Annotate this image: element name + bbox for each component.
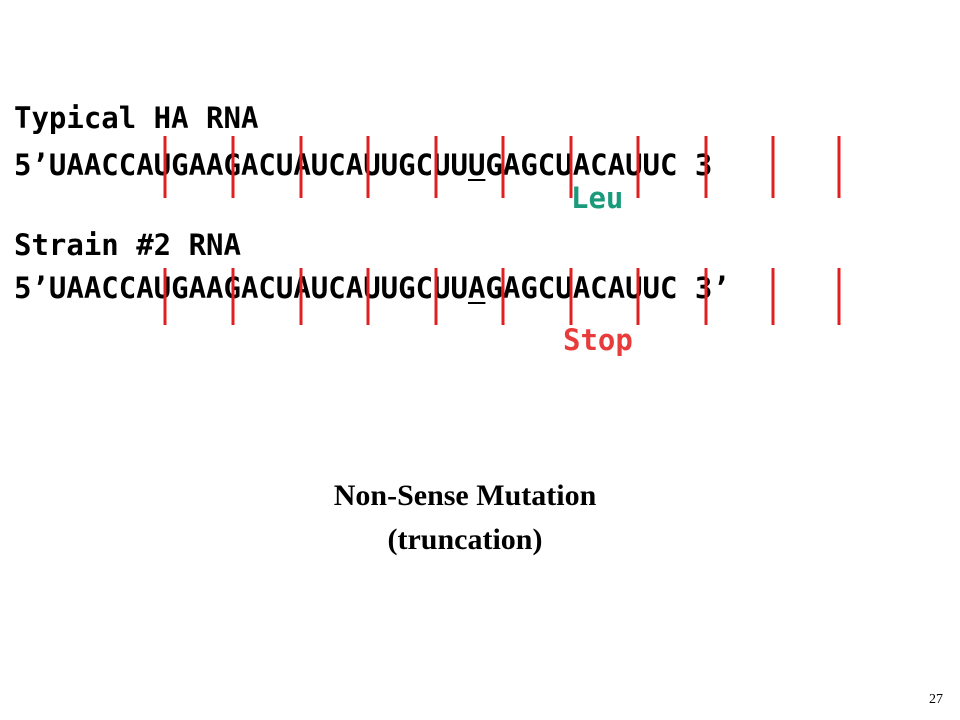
mutated-base: A — [467, 271, 486, 305]
typical-ha-rna-sequence: 5’UAACCAUGAAGACUAUCAUUGCUUUGAGCUACAUUC 3 — [14, 148, 712, 182]
mutation-type-subtitle: (truncation) — [387, 523, 543, 556]
mutated-base: U — [467, 148, 486, 182]
sequence-part-after: GAGCUACAUUC 3 — [485, 148, 713, 182]
stop-label: Stop — [563, 323, 633, 357]
sequence-part-before: 5’UAACCAUGAAGACUAUCAUUGCUU — [14, 148, 468, 182]
typical-ha-rna-heading: Typical HA RNA — [14, 101, 259, 135]
page-number: 27 — [929, 692, 943, 707]
strain-2-rna-sequence: 5’UAACCAUGAAGACUAUCAUUGCUUAGAGCUACAUUC 3… — [14, 271, 730, 305]
mutation-type-title: Non-Sense Mutation — [333, 479, 597, 512]
codon-divider-row-2 — [163, 268, 841, 325]
strain-2-rna-heading: Strain #2 RNA — [14, 228, 241, 262]
leu-label: Leu — [571, 181, 624, 215]
codon-divider-row-1 — [163, 136, 841, 198]
sequence-part-after: GAGCUACAUUC 3’ — [485, 271, 730, 305]
sequence-part-before: 5’UAACCAUGAAGACUAUCAUUGCUU — [14, 271, 468, 305]
